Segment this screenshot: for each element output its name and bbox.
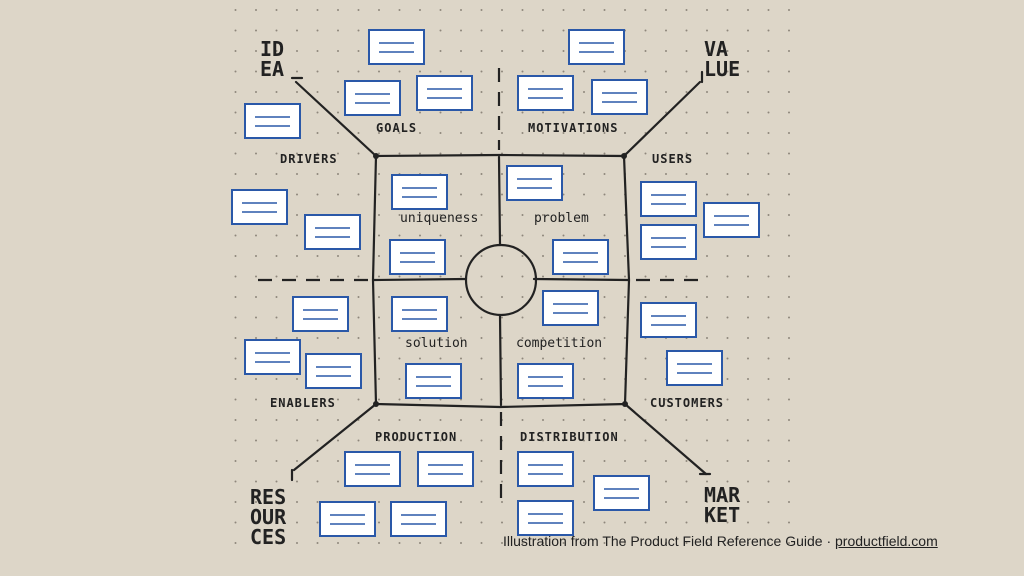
note-card (244, 339, 301, 375)
customers-label: CUSTOMERS (650, 396, 724, 410)
resources-label-1: RES (250, 485, 286, 509)
illustration-credit: Illustration from The Product Field Refe… (503, 533, 938, 549)
goals-label: GOALS (376, 121, 417, 135)
note-card (390, 501, 447, 537)
note-card (391, 296, 448, 332)
note-card (305, 353, 362, 389)
enablers-label: ENABLERS (270, 396, 336, 410)
note-card (506, 165, 563, 201)
note-card (368, 29, 425, 65)
drivers-label: DRIVERS (280, 152, 338, 166)
note-card (703, 202, 760, 238)
note-card (517, 75, 574, 111)
note-card (640, 181, 697, 217)
field-frame (290, 70, 712, 482)
value-label-2: LUE (704, 57, 740, 81)
note-card (552, 239, 609, 275)
note-card (666, 350, 723, 386)
note-card (231, 189, 288, 225)
note-cards (231, 29, 760, 537)
field-extensions (258, 68, 700, 502)
productfield-link[interactable]: productfield.com (835, 533, 938, 549)
note-card (640, 302, 697, 338)
note-card (389, 239, 446, 275)
users-label: USERS (652, 152, 693, 166)
note-card (417, 451, 474, 487)
uniqueness-label: uniqueness (400, 211, 478, 226)
production-label: PRODUCTION (375, 430, 457, 444)
note-card (344, 80, 401, 116)
corner-labels: ID EA VA LUE RES OUR CES MAR KET (250, 37, 741, 549)
note-card (405, 363, 462, 399)
note-card (640, 224, 697, 260)
competition-label: competition (516, 336, 602, 351)
dot-grid (225, 0, 800, 560)
corner-dots (373, 153, 628, 407)
note-card (591, 79, 648, 115)
resources-label-2: OUR (250, 505, 287, 529)
idea-label-1: ID (260, 37, 284, 61)
note-card (517, 363, 574, 399)
problem-label: problem (534, 211, 589, 226)
note-card (517, 451, 574, 487)
section-labels: GOALS MOTIVATIONS DRIVERS USERS ENABLERS… (270, 121, 724, 444)
value-label-1: VA (704, 37, 728, 61)
distribution-label: DISTRIBUTION (520, 430, 619, 444)
idea-label-2: EA (260, 57, 284, 81)
note-card (292, 296, 349, 332)
quadrant-labels: uniqueness problem solution competition (400, 211, 602, 351)
note-card (542, 290, 599, 326)
note-card (244, 103, 301, 139)
note-card (568, 29, 625, 65)
note-card (304, 214, 361, 250)
market-label-2: KET (704, 503, 740, 527)
note-card (319, 501, 376, 537)
note-card (517, 500, 574, 536)
market-label-1: MAR (704, 483, 741, 507)
solution-label: solution (405, 336, 468, 351)
note-card (593, 475, 650, 511)
motivations-label: MOTIVATIONS (528, 121, 618, 135)
note-card (391, 174, 448, 210)
credit-text: Illustration from The Product Field Refe… (503, 533, 836, 549)
note-card (416, 75, 473, 111)
resources-label-3: CES (250, 525, 286, 549)
note-card (344, 451, 401, 487)
